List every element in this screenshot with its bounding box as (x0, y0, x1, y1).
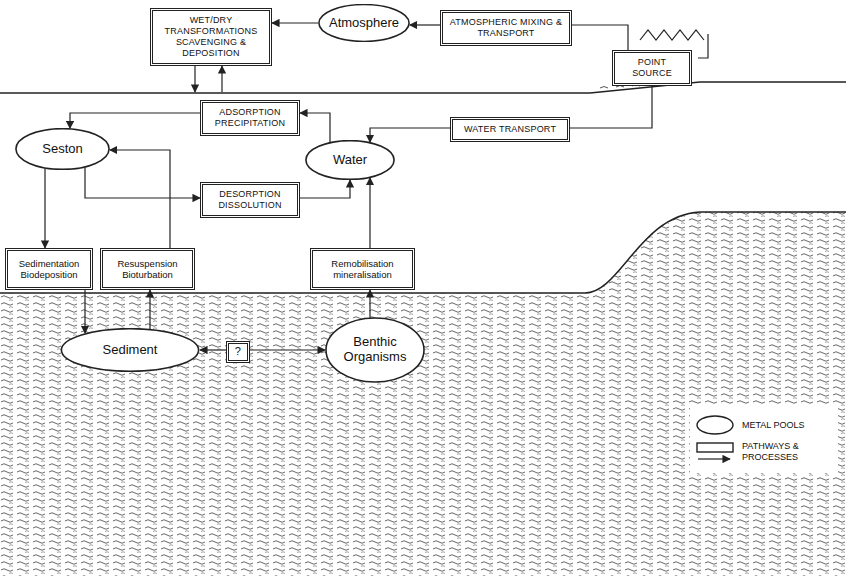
deposition-arrow (221, 66, 222, 92)
node-label: ? (235, 345, 241, 358)
node-label: Benthic Organisms (337, 335, 413, 365)
legend-label: PATHWAYS & PROCESSES (742, 441, 834, 463)
flow-arrow (84, 290, 85, 333)
water-surface (0, 92, 590, 94)
process-box: Sedimentation Biodeposition (5, 248, 93, 290)
text-block: Resuspension Bioturbation (107, 258, 188, 281)
text-block: Seston (42, 142, 82, 157)
node-label: Water (333, 153, 367, 168)
text-block: WET/DRY TRANSFORMATIONS SCAVENGING & DEP… (157, 15, 265, 58)
flow-arrow (410, 24, 440, 25)
text-block: Sediment (103, 343, 158, 358)
text-block: Water (333, 153, 367, 168)
flow-arrow (272, 22, 318, 23)
text-block: Remobilisation mineralisation (317, 258, 408, 281)
node-label: Atmosphere (329, 16, 399, 31)
flow-arrow (70, 113, 200, 128)
flow-arrow (250, 349, 325, 350)
node-label: Resuspension Bioturbation (107, 258, 188, 281)
text-block: WATER TRANSPORT (464, 124, 556, 135)
text-block: ADSORPTION PRECIPITATION (207, 107, 293, 129)
process-box: ? (226, 341, 250, 363)
flow-arrow (110, 150, 170, 248)
metal-pool: Atmosphere (318, 4, 410, 42)
flow-arrow (570, 86, 652, 128)
text-block: ? (235, 345, 241, 358)
node-label: ATMOSPHERIC MIXING & TRANSPORT (447, 17, 565, 39)
node-label: WET/DRY TRANSFORMATIONS SCAVENGING & DEP… (157, 15, 265, 58)
metal-pool: Sediment (60, 328, 200, 372)
text-block: DESORPTION DISSOLUTION (207, 189, 293, 211)
node-label: WATER TRANSPORT (464, 124, 556, 135)
pool-swatch (694, 413, 736, 437)
legend-label: METAL POOLS (742, 420, 805, 431)
process-box: Resuspension Bioturbation (100, 248, 195, 290)
text-block: Benthic Organisms (337, 335, 413, 365)
text-block: Sedimentation Biodeposition (12, 258, 86, 281)
text-block: ATMOSPHERIC MIXING & TRANSPORT (447, 17, 565, 39)
process-box: ADSORPTION PRECIPITATION (200, 100, 300, 136)
node-label: Seston (42, 142, 82, 157)
node-label: Sediment (103, 343, 158, 358)
process-box: ATMOSPHERIC MIXING & TRANSPORT (440, 10, 572, 46)
sediment-surface (0, 212, 846, 293)
node-label: DESORPTION DISSOLUTION (207, 189, 293, 211)
metal-pool: Benthic Organisms (325, 317, 425, 383)
process-box: WET/DRY TRANSFORMATIONS SCAVENGING & DEP… (150, 8, 272, 66)
flow-arrow (369, 290, 370, 317)
legend-row: PATHWAYS & PROCESSES (694, 440, 834, 464)
deposition-arrow (194, 66, 195, 92)
metal-pool: Water (305, 140, 395, 180)
flow-arrow (300, 180, 350, 198)
process-box: POINT SOURCE (612, 50, 692, 86)
stack-bracket (698, 34, 708, 58)
sediment-ground (0, 212, 846, 576)
process-box: Remobilisation mineralisation (310, 248, 415, 290)
flow-arrow (200, 349, 226, 350)
flow-arrow (369, 178, 370, 248)
metal-pool: Seston (15, 128, 110, 170)
legend-row: METAL POOLS (694, 413, 834, 437)
flow-arrow (370, 128, 450, 142)
node-label: Sedimentation Biodeposition (12, 258, 86, 281)
text-block: POINT SOURCE (619, 57, 685, 79)
process-box: WATER TRANSPORT (450, 117, 570, 142)
node-label: POINT SOURCE (619, 57, 685, 79)
legend: METAL POOLS PATHWAYS & PROCESSES (690, 404, 838, 473)
node-label: Remobilisation mineralisation (317, 258, 408, 281)
flow-arrow (85, 168, 200, 199)
flow-arrow (149, 290, 150, 329)
text-block: Atmosphere (329, 16, 399, 31)
flow-arrow (44, 169, 45, 249)
node-label: ADSORPTION PRECIPITATION (207, 107, 293, 129)
flow-arrow (572, 25, 628, 50)
flow-arrow (300, 113, 330, 142)
process-box: DESORPTION DISSOLUTION (200, 182, 300, 218)
smoke-plume (640, 30, 704, 40)
pathway-swatch (694, 440, 736, 464)
